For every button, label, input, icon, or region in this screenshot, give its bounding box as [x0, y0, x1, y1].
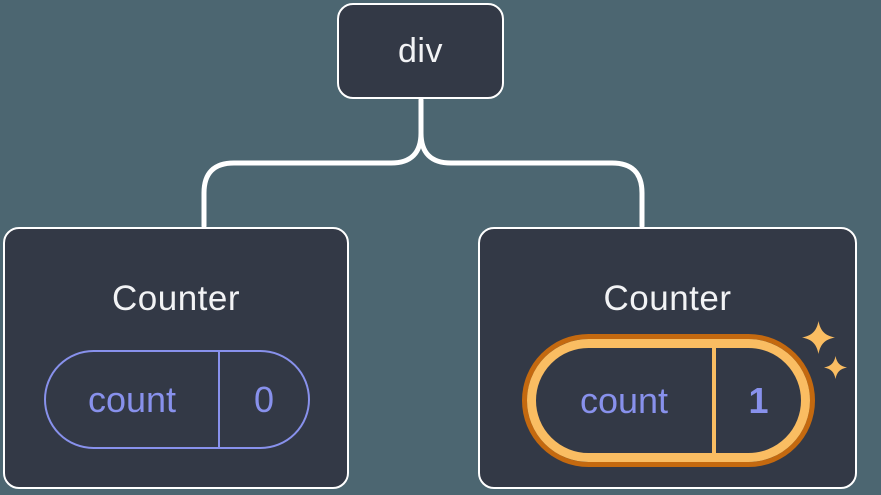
sparkle-icon-large [802, 321, 835, 354]
counter-card-left: Counter count 0 [3, 227, 349, 489]
counter-card-right: Counter count 1 [478, 227, 857, 489]
state-value: 1 [712, 348, 801, 453]
counter-card-left-title: Counter [111, 279, 241, 318]
connector-right-branch [418, 130, 645, 229]
counter-card-right-title: Counter [603, 279, 732, 318]
state-key-label: count [87, 378, 177, 420]
state-pill-highlighted: count 1 [527, 339, 810, 462]
root-node-label: div [398, 31, 443, 70]
state-pill: count 0 [44, 350, 310, 449]
connector-left-branch [201, 97, 424, 229]
state-value: 0 [218, 352, 308, 447]
sparkle-icon-small [824, 356, 847, 379]
root-node-div: div [337, 3, 504, 99]
state-key-label: count [579, 379, 669, 421]
